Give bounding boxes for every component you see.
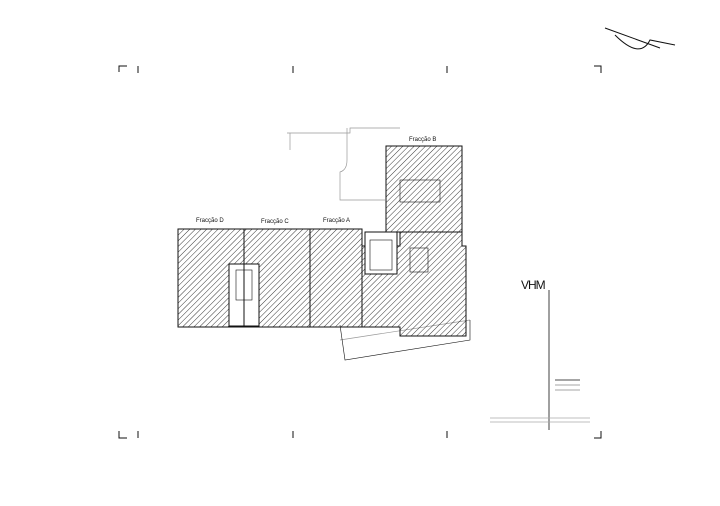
plan-details [235,179,471,361]
crop-marks [118,65,602,439]
unit-label-c: Fracção C [261,219,289,225]
hatched-areas [177,145,467,337]
unit-label-a: Fracção A [323,218,351,224]
unit-label-d: Fracção D [196,218,224,224]
title-block [490,290,590,430]
company-logo: VHM [521,278,546,292]
signature [604,27,676,50]
unit-label-b: Fracção B [409,137,437,143]
